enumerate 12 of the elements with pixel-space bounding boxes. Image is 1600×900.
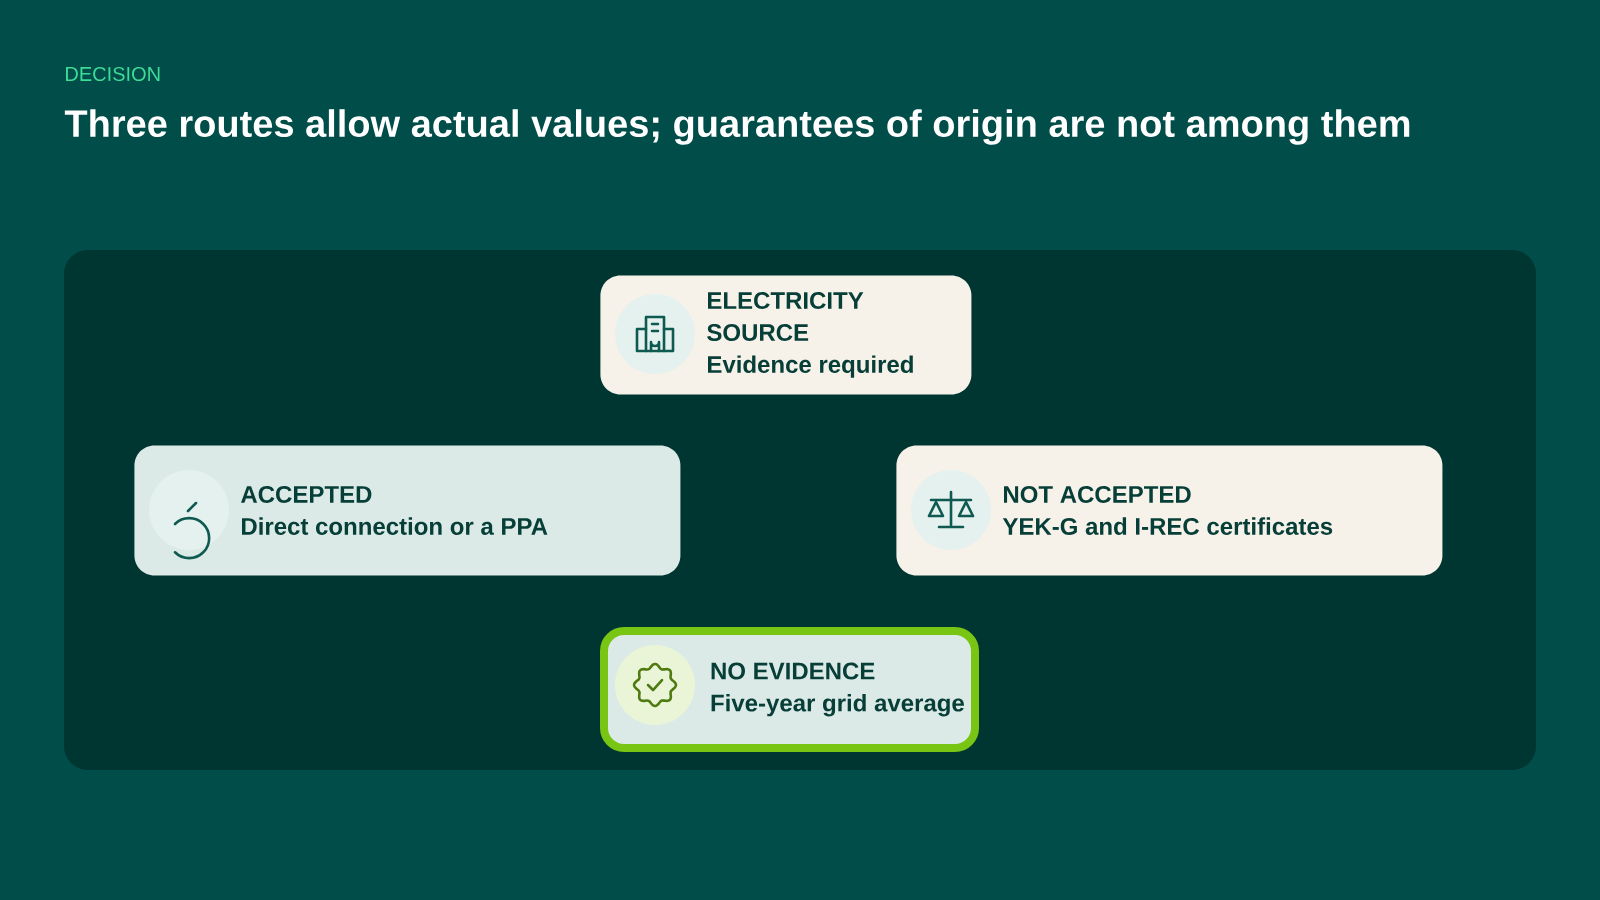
- box-text: Five-year grid average: [711, 693, 964, 717]
- box-heading: ACCEPTED: [241, 485, 372, 503]
- box-heading: NO EVIDENCE: [711, 662, 875, 680]
- box-heading: NOT ACCEPTED: [1004, 485, 1191, 503]
- eyebrow-label: DECISION: [66, 66, 160, 82]
- option-box: [896, 445, 1443, 576]
- box-text: Evidence required: [708, 355, 913, 378]
- box-text: Direct connection or a PPA: [242, 517, 548, 535]
- box-text: YEK-G and I-REC certificates: [1002, 517, 1333, 535]
- box-heading: ELECTRICITY SOURCE: [707, 292, 864, 341]
- title: Three routes allow actual values; guarantees of origin are not among them: [64, 109, 1410, 145]
- option-box: [134, 445, 681, 576]
